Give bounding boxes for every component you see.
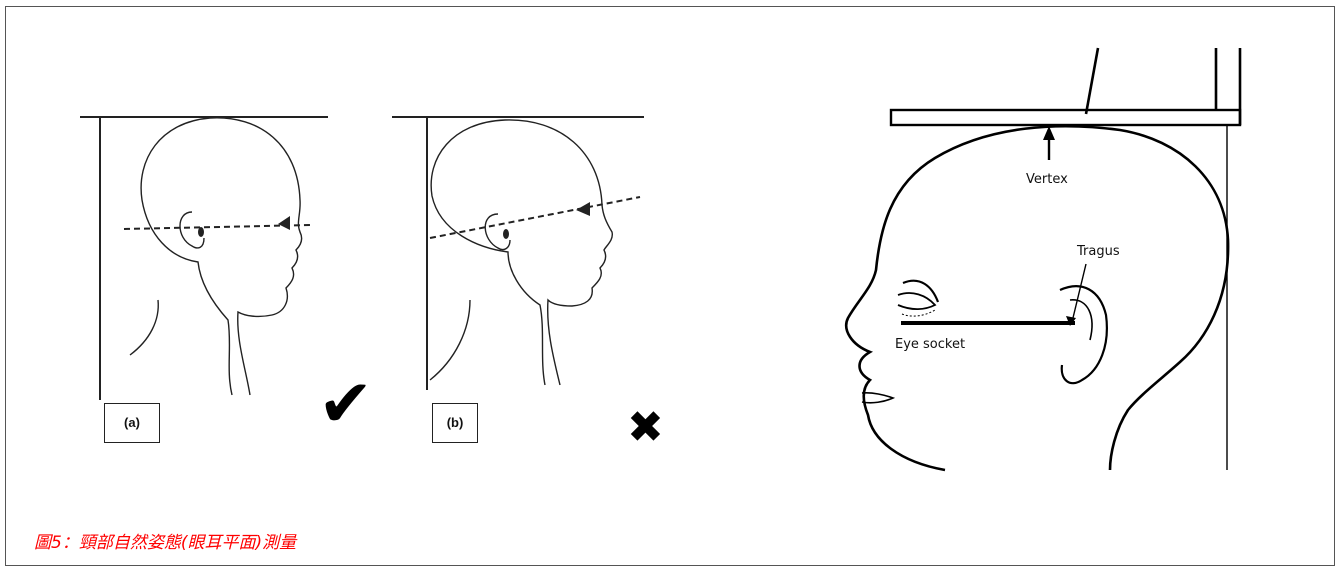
figure-caption: 圖5：頸部自然姿態(眼耳平面)測量 xyxy=(34,528,296,553)
panel-a-eye xyxy=(278,216,290,230)
panel-b-eye xyxy=(576,202,590,216)
panel-a-head-outline xyxy=(141,118,302,395)
panel-b-tragus-dot xyxy=(503,229,509,239)
cross-mark-icon: ✖ xyxy=(627,404,664,452)
panel-b-drawing xyxy=(392,117,644,390)
lips xyxy=(862,393,893,403)
eye-socket-dotted xyxy=(902,310,935,316)
eyebrow xyxy=(903,281,938,302)
panel-b-back-neck xyxy=(430,300,470,380)
stadiometer-headboard xyxy=(891,110,1240,125)
panel-a-drawing xyxy=(80,117,328,400)
vertex-label: Vertex xyxy=(1026,172,1068,187)
panel-a-label: (a) xyxy=(104,403,160,443)
panel-b-label: (b) xyxy=(432,403,478,443)
checkmark-icon: ✔ xyxy=(318,368,373,440)
ear-outline xyxy=(1060,286,1107,383)
panel-a-tragus-dot xyxy=(198,227,204,237)
tragus-label: Tragus xyxy=(1077,244,1120,259)
panel-b-dashed-plane xyxy=(430,197,640,238)
tragus-pointer xyxy=(1072,264,1086,322)
eye-socket-label: Eye socket xyxy=(895,337,965,352)
stadiometer-slant-post xyxy=(1086,48,1098,114)
eye-outline xyxy=(898,293,935,309)
panel-a-back-neck xyxy=(130,300,158,355)
head-diagram xyxy=(846,48,1240,470)
